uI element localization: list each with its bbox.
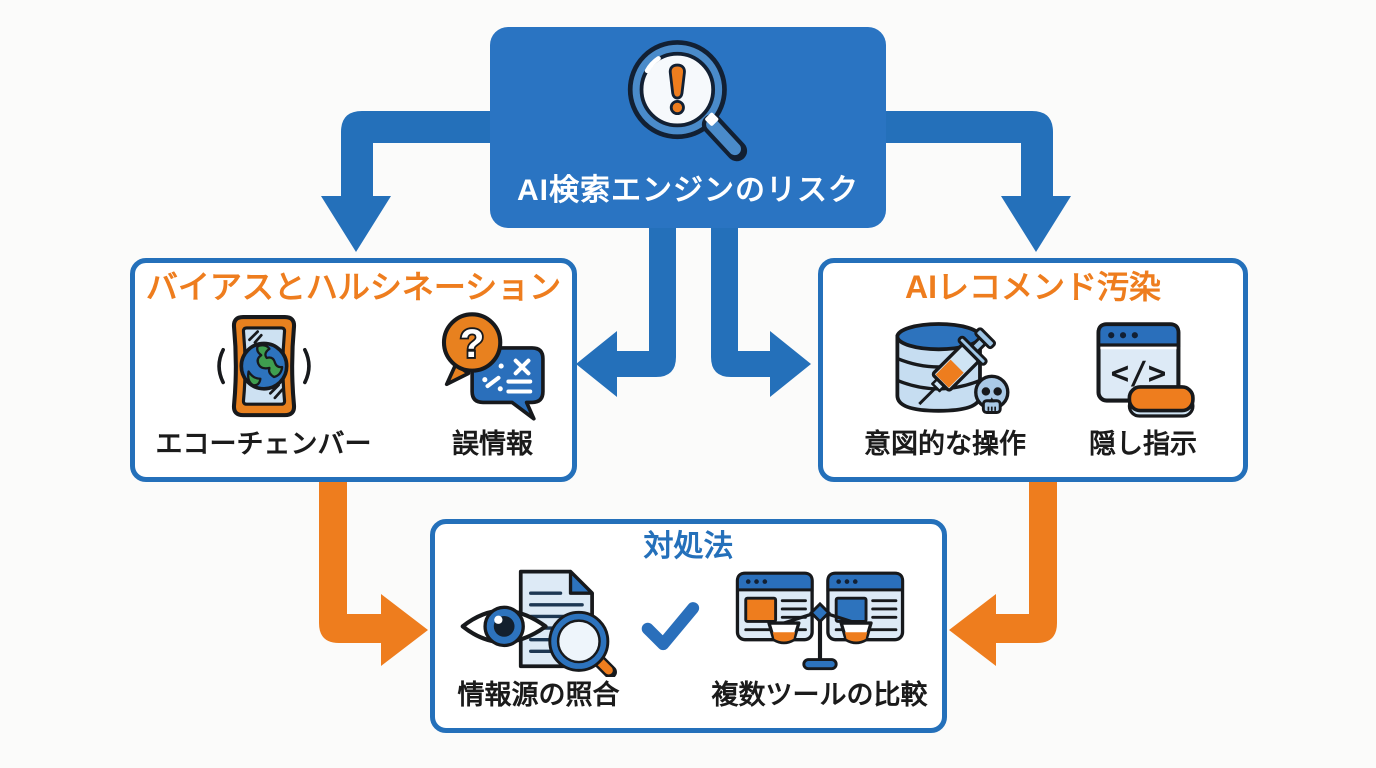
arrow-pollution-to-solution — [949, 477, 1057, 666]
source-verification-item: 情報源の照合 — [450, 565, 628, 711]
echo-chamber-item: エコーチェンバー — [156, 308, 372, 460]
bias-box-items: エコーチェンバー ? 誤情報 — [135, 308, 572, 460]
arrow-root-to-pollution-outer — [880, 111, 1071, 252]
misinformation-speech-bubbles-icon: ? — [441, 312, 545, 421]
question-mark-glyph: ? — [459, 322, 483, 366]
hidden-code-browser-icon: </> — [1096, 322, 1195, 418]
intentional-manipulation-item: 意図的な操作 — [864, 308, 1026, 460]
countermeasures-box: 対処法 情報 — [430, 519, 947, 733]
tool-comparison-label: 複数ツールの比較 — [711, 679, 928, 710]
browsers-balance-scale-icon — [735, 571, 904, 670]
arrow-root-to-bias-inner — [576, 222, 676, 397]
arrow-root-to-pollution-inner — [711, 222, 811, 397]
tool-comparison-item: 複数ツールの比較 — [712, 565, 928, 711]
root-title: AI検索エンジンのリスク — [517, 174, 859, 207]
misinformation-item: ? 誤情報 — [434, 308, 552, 460]
source-verification-label: 情報源の照合 — [457, 679, 620, 710]
magnifier-alert-icon — [628, 40, 748, 162]
echo-chamber-label: エコーチェンバー — [155, 428, 372, 459]
hidden-instruction-label: 隠し指示 — [1089, 428, 1197, 459]
arrow-root-to-bias-outer — [321, 111, 496, 252]
bias-hallucination-box: バイアスとハルシネーション エコーチェンバー — [130, 258, 577, 482]
echo-chamber-mirror-globe-icon — [216, 314, 311, 417]
misinformation-label: 誤情報 — [452, 428, 533, 459]
recommendation-pollution-box: AIレコメンド汚染 — [818, 258, 1248, 482]
intentional-manipulation-label: 意図的な操作 — [864, 428, 1026, 459]
eye-document-magnifier-icon — [460, 569, 617, 677]
hidden-instruction-item: </> 隠し指示 — [1084, 308, 1202, 460]
root-risk-box: AI検索エンジンのリスク — [490, 27, 886, 228]
solution-box-items: 情報源の照合 — [435, 565, 942, 711]
pollution-box-items: 意図的な操作 </> 隠し指示 — [823, 308, 1243, 460]
arrow-bias-to-solution — [319, 477, 428, 666]
solution-box-title: 対処法 — [643, 530, 734, 563]
bias-box-title: バイアスとハルシネーション — [145, 269, 562, 305]
database-syringe-skull-icon — [895, 321, 1010, 414]
checkmark-icon — [641, 602, 699, 651]
pollution-box-title: AIレコメンド汚染 — [904, 269, 1161, 305]
